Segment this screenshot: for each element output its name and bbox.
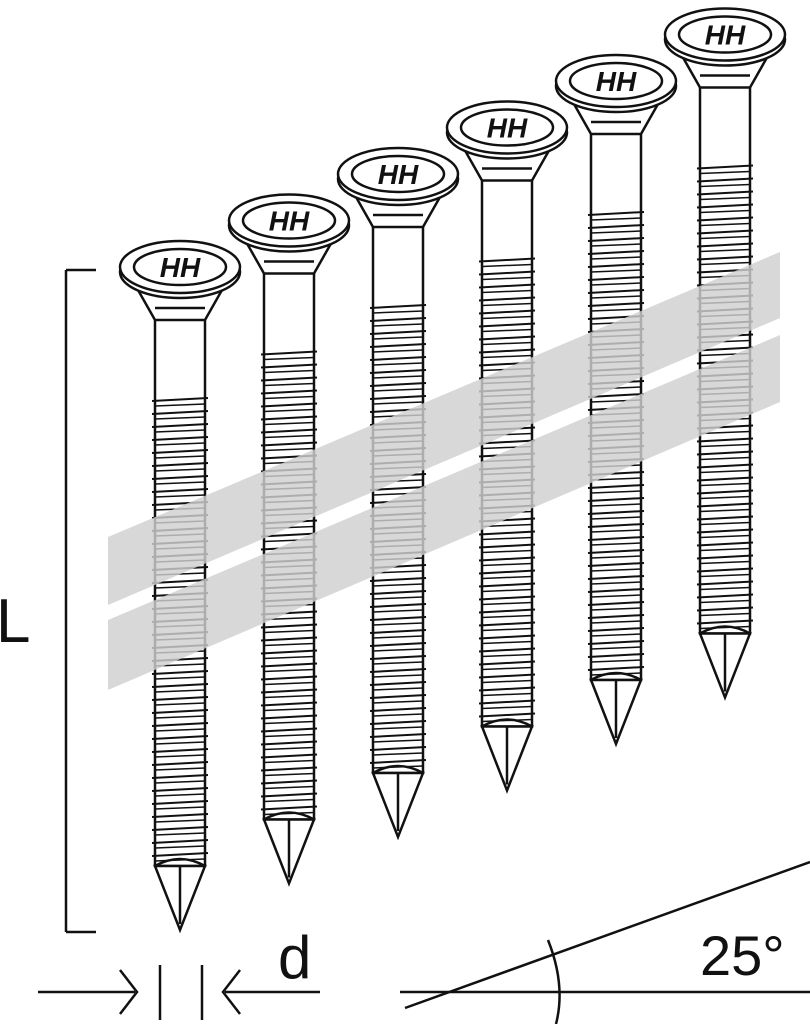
- head-marking: HH: [596, 66, 637, 97]
- head-marking: HH: [269, 206, 310, 237]
- length-dimension: [64, 268, 96, 934]
- screws-group: HH HH HH HH HH HH: [118, 7, 787, 934]
- length-label: L: [0, 587, 30, 656]
- collation-strip-upper: [108, 252, 780, 605]
- head-marking: HH: [160, 252, 201, 283]
- diameter-dimension: [38, 965, 320, 1020]
- collation-strips: [108, 252, 780, 690]
- screw: HH: [336, 146, 460, 841]
- angle-indicator: [400, 860, 810, 1024]
- diameter-label: d: [278, 924, 311, 991]
- head-marking: HH: [487, 113, 528, 144]
- head-marking: HH: [705, 20, 746, 51]
- angle-label: 25°: [700, 924, 785, 987]
- collation-strip-lower: [108, 335, 780, 690]
- head-marking: HH: [378, 159, 419, 190]
